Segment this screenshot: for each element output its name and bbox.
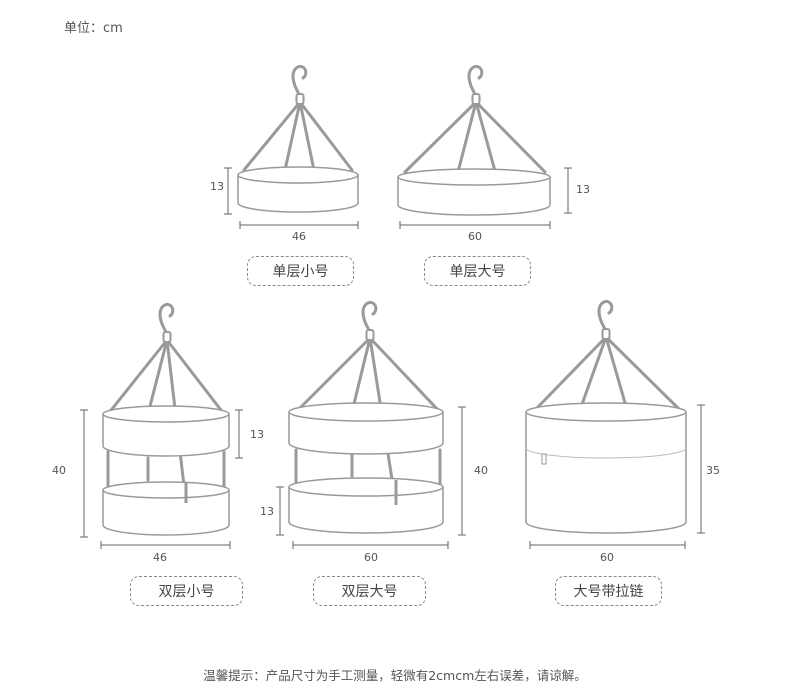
dim-zipper-large-height: 35 [706, 464, 720, 477]
dim-double-small-diameter: 46 [153, 551, 167, 564]
dim-single-large-height: 13 [576, 183, 590, 196]
footnote: 温馨提示：产品尺寸为手工测量，轻微有2cmcm左右误差，请谅解。 [203, 668, 587, 683]
dim-double-small-tier-height: 13 [250, 428, 264, 441]
dim-single-small-diameter: 46 [292, 230, 306, 243]
label-double-small: 双层小号 [130, 576, 243, 606]
double-small-dimensions [80, 409, 243, 549]
single-large-dimensions [399, 167, 572, 229]
label-single-large: 单层大号 [424, 256, 531, 286]
unit-label: 单位：cm [64, 21, 123, 36]
dim-double-small-total-height: 40 [52, 464, 66, 477]
label-double-large: 双层大号 [313, 576, 426, 606]
dim-single-large-diameter: 60 [468, 230, 482, 243]
single-large-basket [397, 64, 551, 216]
label-zipper-large: 大号带拉链 [555, 576, 662, 606]
zipper-pull [541, 453, 547, 465]
zipper-large-basket [525, 299, 687, 534]
double-small-basket [102, 302, 230, 536]
dim-double-large-diameter: 60 [364, 551, 378, 564]
double-large-dimensions [276, 406, 466, 549]
single-small-basket [237, 64, 359, 213]
zipper-large-dimensions [529, 404, 705, 549]
dim-single-small-height: 13 [210, 180, 224, 193]
label-single-small: 单层小号 [247, 256, 354, 286]
dim-double-large-tier-height: 13 [260, 505, 274, 518]
dim-zipper-large-diameter: 60 [600, 551, 614, 564]
single-small-dimensions [224, 167, 359, 229]
double-large-basket [288, 300, 444, 534]
dim-double-large-total-height: 40 [474, 464, 488, 477]
